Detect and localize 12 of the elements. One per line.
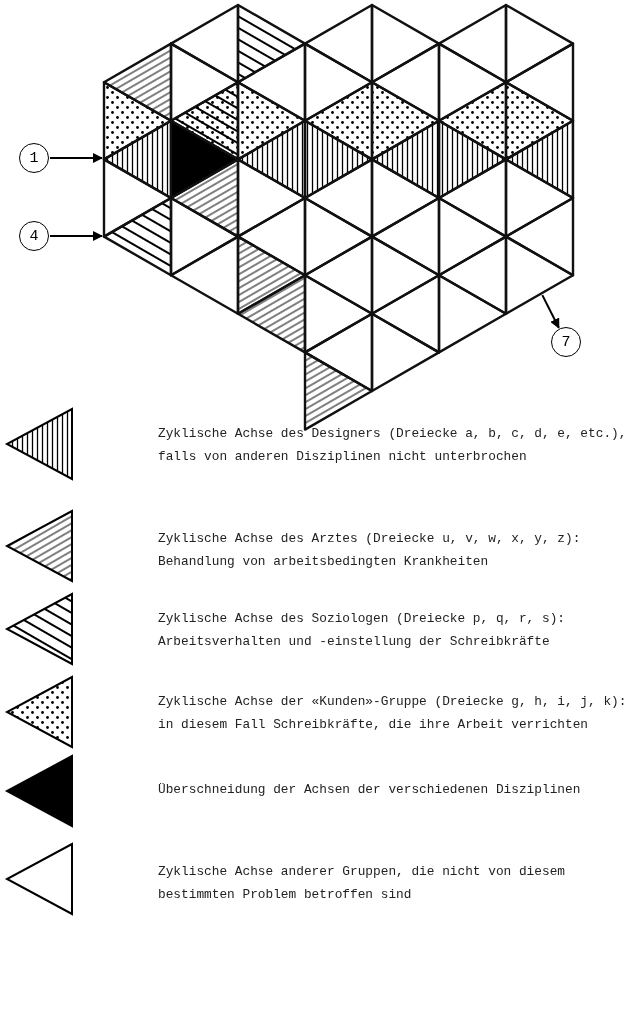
legend-text: Zyklische Achse des Arztes (Dreiecke u, v, w, x, y, z): Behandlung von arbeitsbedingten Krankheiten: [158, 530, 582, 571]
arrow: [49, 231, 103, 241]
callout-number: 7: [551, 327, 581, 357]
legend-text: Überschneidung der Achsen der verschiedenen Disziplinen: [158, 781, 582, 799]
callout-number: 1: [19, 143, 49, 173]
legend-text: Zyklische Achse der «Kunden»-Gruppe (Dreiecke g, h, i, j, k): in diesem Fall Schreibkräfte, die ihre Arbeit verrichten: [158, 693, 628, 734]
callout-number: 4: [19, 221, 49, 251]
legend-text: Zyklische Achse des Designers (Dreiecke a, b, c, d, e, etc.), falls von anderen Disziplinen nicht unterbrochen: [158, 425, 628, 466]
legend-text: Zyklische Achse anderer Gruppen, die nicht von diesem bestimmten Problem betroffen sind: [158, 863, 566, 904]
arrow: [49, 153, 103, 163]
arrow: [541, 294, 560, 329]
legend-text: Zyklische Achse des Soziologen (Dreiecke p, q, r, s): Arbeitsverhalten und -einstellung der Schreibkräfte: [158, 610, 566, 651]
